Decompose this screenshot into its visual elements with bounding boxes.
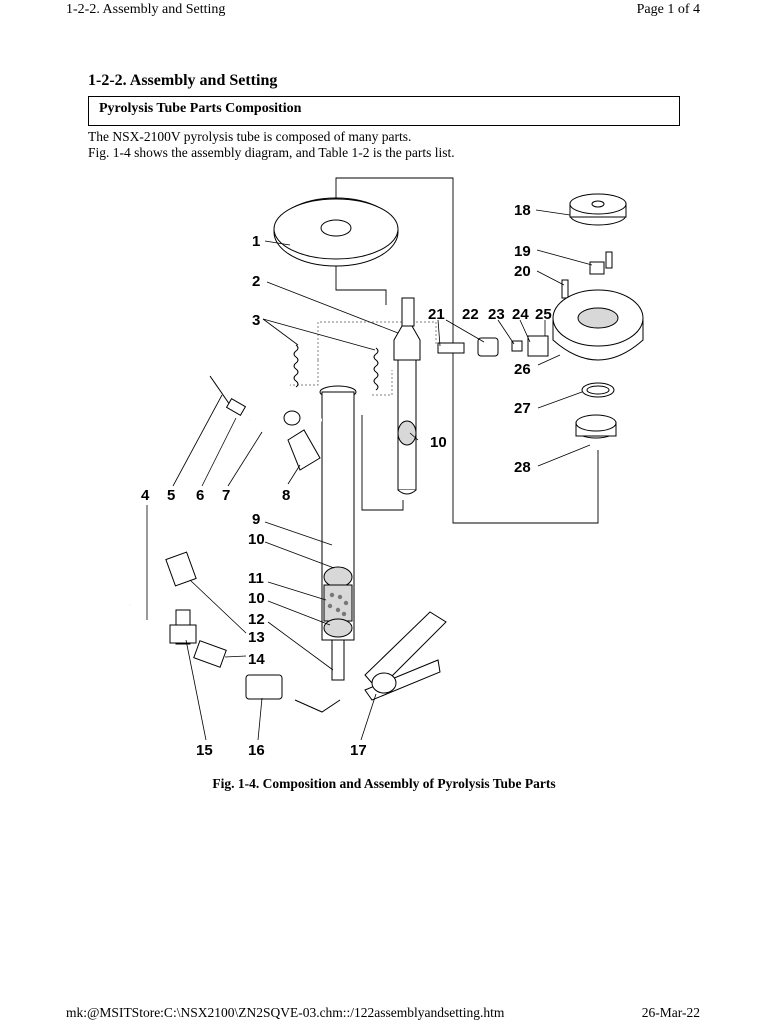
part-label: 18: [514, 202, 531, 219]
page-number: Page 1 of 4: [636, 2, 700, 17]
subheading-box: Pyrolysis Tube Parts Composition: [88, 96, 680, 126]
part-label: 7: [222, 487, 230, 504]
header-title: 1-2-2. Assembly and Setting: [66, 2, 226, 17]
part-label: 14: [248, 651, 265, 668]
part-label: 16: [248, 742, 265, 759]
part-label: 10: [248, 590, 265, 607]
part-label: 15: [196, 742, 213, 759]
part-label: 11: [248, 570, 264, 587]
part-label: 6: [196, 487, 204, 504]
intro-line-1: The NSX-2100V pyrolysis tube is composed…: [88, 129, 412, 144]
part-label: 28: [514, 459, 531, 476]
intro-paragraph: The NSX-2100V pyrolysis tube is composed…: [88, 129, 455, 161]
parts-5-8-inlet: [209, 375, 322, 471]
leader-lines: [146, 209, 593, 741]
part-label: 20: [514, 263, 531, 280]
parts-13-16-fittings: [129, 551, 341, 713]
part-label: 5: [167, 487, 175, 504]
part-label: 12: [248, 611, 265, 628]
part-label: 8: [282, 487, 290, 504]
part-label: 23: [488, 306, 505, 323]
subheading: Pyrolysis Tube Parts Composition: [99, 101, 302, 116]
section-title: 1-2-2. Assembly and Setting: [88, 72, 278, 89]
figure-caption: Fig. 1-4. Composition and Assembly of Py…: [212, 776, 556, 791]
part-label: 22: [462, 306, 479, 323]
part-17-clip: [364, 611, 447, 701]
part-label: 13: [248, 629, 265, 646]
part-label: 25: [535, 306, 552, 323]
part-1-disk: [273, 197, 399, 267]
part-2-inner-tube: [393, 297, 421, 495]
part-9-outer-tube: [319, 385, 357, 681]
part-label: 10: [430, 434, 447, 451]
footer-url: mk:@MSITStore:C:\NSX2100\ZN2SQVE-03.chm:…: [66, 1005, 505, 1020]
part-label: 26: [514, 361, 531, 378]
part-label: 10: [248, 531, 265, 548]
parts-18-28-cap-assembly: [437, 193, 644, 439]
part-number-labels: 1 2 3 4 5 6 7 8 9 10 10 11 10 12 13 14 1…: [141, 202, 552, 759]
part-label: 19: [514, 243, 531, 260]
part-label: 17: [350, 742, 367, 759]
part-label: 1: [252, 233, 260, 250]
footer-date: 26-Mar-22: [641, 1005, 700, 1020]
part-label: 2: [252, 273, 260, 290]
part-label: 27: [514, 400, 531, 417]
part-label: 4: [141, 487, 150, 504]
intro-line-2: Fig. 1-4 shows the assembly diagram, and…: [88, 145, 455, 160]
part-3-springs: [293, 344, 379, 391]
part-label: 24: [512, 306, 529, 323]
part-label: 21: [428, 306, 445, 323]
part-label: 9: [252, 511, 260, 528]
part-label: 3: [252, 312, 260, 329]
